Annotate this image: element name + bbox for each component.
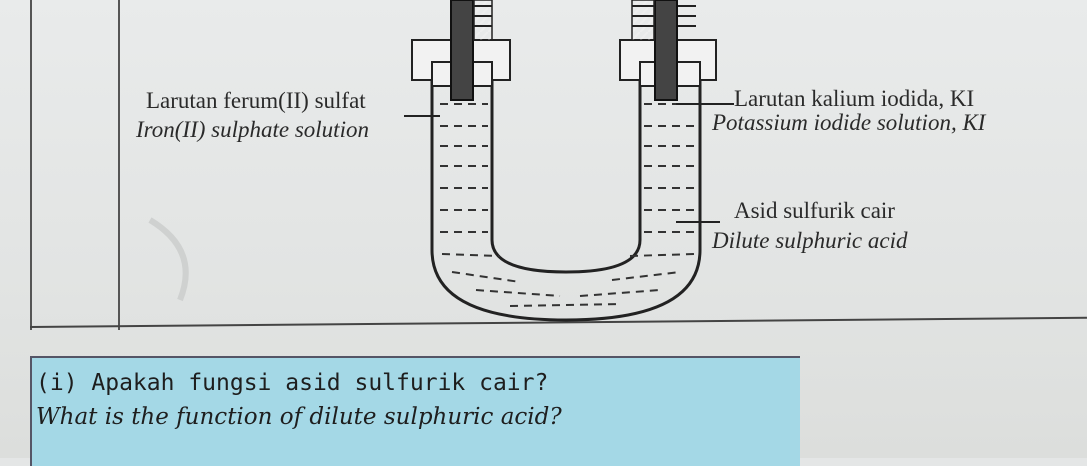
- liquid-dashes: [440, 103, 695, 307]
- question-malay: (i) Apakah fungsi asid sulfurik cair?: [36, 370, 549, 396]
- right-bottom-label-malay: Asid sulfurik cair: [734, 198, 895, 223]
- left-label-malay: Larutan ferum(II) sulfat: [146, 88, 366, 113]
- right-carbon-electrode: [654, 0, 678, 101]
- u-tube-inner: [490, 60, 642, 274]
- u-tube-diagram: [148, 0, 734, 322]
- question-box: (i) Apakah fungsi asid sulfurik cair? Wh…: [30, 356, 800, 466]
- question-english: What is the function of dilute sulphuric…: [36, 404, 562, 430]
- table-border-inner: [118, 0, 120, 330]
- right-top-label-malay: Larutan kalium iodida, KI: [734, 86, 975, 111]
- u-tube-outer: [430, 60, 702, 322]
- table-border-left: [30, 0, 32, 330]
- left-label-english: Iron(II) sulphate solution: [136, 117, 369, 142]
- right-top-label-english: Potassium iodide solution, KI: [712, 110, 986, 135]
- right-bottom-label-english: Dilute sulphuric acid: [712, 228, 908, 253]
- left-carbon-electrode: [450, 0, 474, 101]
